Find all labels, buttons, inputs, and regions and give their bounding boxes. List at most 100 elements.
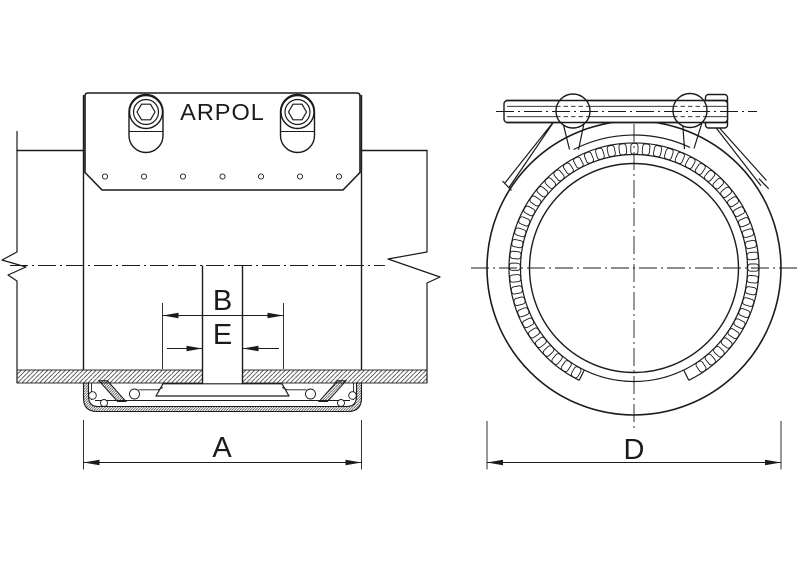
plate-hole — [335, 173, 343, 180]
rod-hidden-lines — [556, 105, 707, 118]
locking-tooth — [595, 147, 605, 160]
rod-body-lines — [507, 105, 727, 118]
plate-hole — [140, 173, 148, 180]
dimension-b: B — [162, 285, 284, 369]
locking-tooth — [733, 318, 746, 329]
arrowhead-left — [186, 345, 203, 352]
locking-tooth — [720, 186, 732, 198]
bolt-assembly-right — [279, 93, 316, 154]
lug-left — [555, 93, 591, 129]
locking-tooth — [652, 145, 663, 158]
locking-tooth — [573, 156, 584, 169]
locking-tooth — [583, 151, 594, 164]
anchor-ring-section-left — [97, 380, 128, 402]
locking-tooth — [694, 163, 706, 175]
locking-tooth — [528, 327, 540, 339]
locking-tooth — [738, 217, 751, 228]
gasket-center-stop — [155, 383, 290, 397]
locking-tooth — [523, 205, 536, 217]
gasket-lip-line — [138, 387, 164, 391]
arrowhead-right — [765, 459, 781, 466]
locking-tooth — [562, 162, 574, 175]
locking-tooth — [606, 145, 616, 157]
locking-tooth — [544, 177, 557, 189]
bolt-assembly-left — [128, 93, 164, 154]
plate-hole — [296, 173, 304, 180]
locking-tooth — [509, 274, 522, 283]
strap-end-cap — [502, 180, 512, 191]
arrowhead-left — [83, 459, 100, 466]
closure-saddle-arc — [573, 134, 691, 151]
pipe-wall-section-left — [16, 369, 203, 384]
locking-tooth — [746, 274, 759, 284]
locking-tooth — [704, 170, 716, 182]
bolt-boss-circle — [128, 94, 164, 130]
plate-hole — [219, 173, 226, 180]
locking-ring-end-cap-right — [683, 369, 690, 381]
locking-tooth — [517, 307, 530, 318]
gasket-lip-left — [129, 387, 164, 400]
gasket-lip-right — [281, 387, 316, 400]
locking-tooth — [733, 206, 746, 217]
locking-tooth — [746, 251, 759, 261]
locking-tooth — [529, 195, 542, 207]
locking-tooth — [664, 147, 674, 161]
locking-tooth — [741, 228, 755, 238]
gasket-bead — [337, 399, 345, 407]
arrowhead-right — [242, 345, 259, 352]
gasket-bead — [88, 391, 97, 400]
gasket-lip-curl — [305, 388, 316, 400]
lug-connector-left — [562, 120, 586, 150]
side-view: ARPOL — [1, 92, 441, 470]
locking-tooth — [514, 227, 527, 238]
arrowhead-right — [267, 312, 284, 319]
locking-tooth — [560, 360, 572, 373]
hex-bolt-head — [136, 103, 156, 121]
locking-tooth — [685, 156, 696, 169]
brand-label: ARPOL — [180, 99, 265, 125]
plate-hole — [257, 173, 265, 180]
locking-tooth — [738, 308, 751, 319]
arrowhead-right — [345, 459, 362, 466]
locking-tooth — [513, 296, 526, 307]
dimension-e: E — [167, 319, 279, 352]
locking-tooth — [536, 186, 549, 198]
locking-tooth — [641, 143, 651, 156]
locking-tooth — [745, 286, 757, 296]
locking-tooth — [534, 336, 547, 348]
pipe-break-line-right — [387, 150, 441, 383]
dimension-d: D — [486, 421, 782, 470]
locking-ring-end-cap-left — [578, 369, 585, 381]
casing-shell-section — [82, 382, 363, 413]
locking-tooth — [704, 353, 716, 366]
locking-tooth — [618, 143, 628, 156]
locking-tooth — [522, 317, 535, 329]
anchor-ring-section-right — [317, 380, 348, 402]
bolt-head-circle — [284, 98, 311, 126]
plate-hole — [101, 173, 109, 180]
pipe-wall-section-right — [242, 369, 428, 384]
locking-tooth — [570, 366, 582, 379]
locking-tooth — [518, 216, 531, 227]
bolt-head-circle — [132, 98, 160, 126]
locking-tooth — [553, 169, 565, 182]
pipe-break-line-left — [1, 131, 27, 383]
locking-tooth — [712, 177, 725, 190]
plate-hole-row — [101, 173, 343, 180]
lug-right — [672, 92, 708, 129]
plate-hole — [179, 173, 187, 180]
locking-tooth — [713, 345, 725, 358]
locking-tooth — [695, 360, 707, 373]
dimension-a: A — [83, 420, 362, 470]
locking-tooth — [742, 297, 755, 307]
locking-tooth — [542, 345, 555, 357]
locking-ring-outer-arc — [508, 142, 760, 381]
locking-tooth — [509, 250, 522, 260]
dimension-label-e: E — [213, 319, 232, 351]
locking-tooth — [511, 239, 524, 249]
arrowhead-left — [162, 312, 179, 319]
locking-teeth — [508, 142, 760, 379]
locking-tooth — [551, 353, 563, 365]
locking-tooth — [674, 151, 685, 164]
